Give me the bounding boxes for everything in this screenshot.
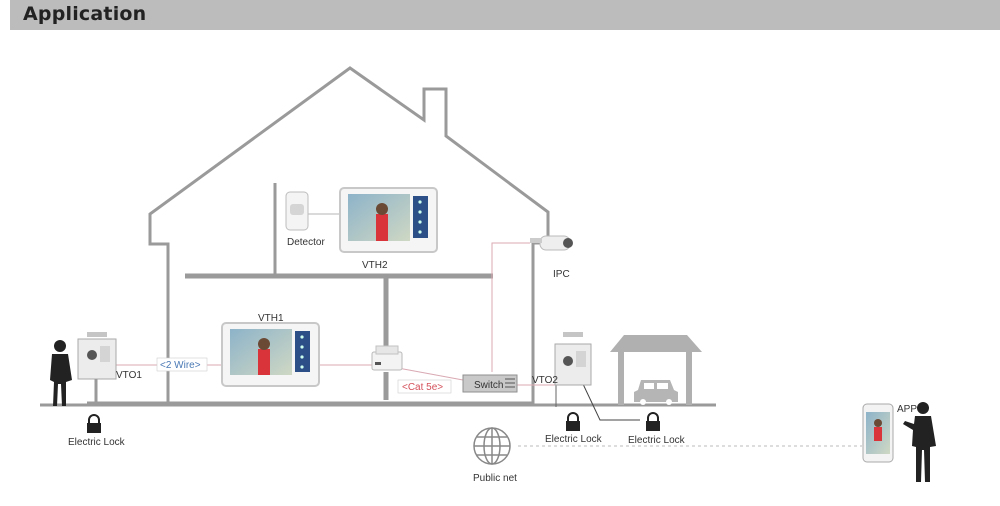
lock-icon: [566, 412, 580, 431]
vto2-label: VTO2: [532, 375, 558, 386]
two-wire-tag-box: [156, 357, 208, 372]
switch-label: Switch: [474, 380, 503, 391]
lock-icon: [646, 412, 660, 431]
cat5e-tag-box: [397, 379, 452, 394]
electric-lock-1-label: Electric Lock: [68, 437, 126, 448]
electric-lock-2-label: Electric Lock: [545, 434, 603, 445]
ipc-label: IPC: [553, 269, 570, 280]
page-title: Application: [23, 3, 147, 25]
detector-label: Detector: [287, 237, 325, 248]
vto2-doorstation-icon: [554, 332, 592, 386]
vth1-monitor-icon: [221, 322, 320, 387]
network-device-icon: [371, 345, 403, 371]
globe-icon: [473, 427, 511, 465]
user-silhouette-icon: [903, 402, 936, 482]
smartphone-icon: [862, 403, 894, 463]
vto1-doorstation-icon: [77, 332, 117, 404]
vth2-label: VTH2: [362, 260, 388, 271]
electric-lock-3-label: Electric Lock: [628, 435, 686, 446]
public-net-label: Public net: [473, 473, 517, 484]
header-bar: Application: [10, 0, 1000, 30]
lock-icon: [87, 414, 101, 433]
app-label: APP: [897, 404, 917, 415]
vto1-label: VTO1: [116, 370, 142, 381]
cat5e-tag: <Cat 5e>: [402, 382, 443, 393]
vth1-label: VTH1: [258, 313, 284, 324]
visitor-silhouette-icon: [50, 340, 72, 406]
car-icon: [634, 380, 678, 405]
house-floors: [40, 183, 716, 407]
garage-icon: [610, 335, 702, 405]
vth2-monitor-icon: [339, 187, 438, 253]
switch-icon: [462, 374, 518, 393]
ipc-camera-icon: [530, 235, 573, 251]
detector-icon: [285, 191, 309, 231]
two-wire-tag: <2 Wire>: [160, 360, 201, 371]
